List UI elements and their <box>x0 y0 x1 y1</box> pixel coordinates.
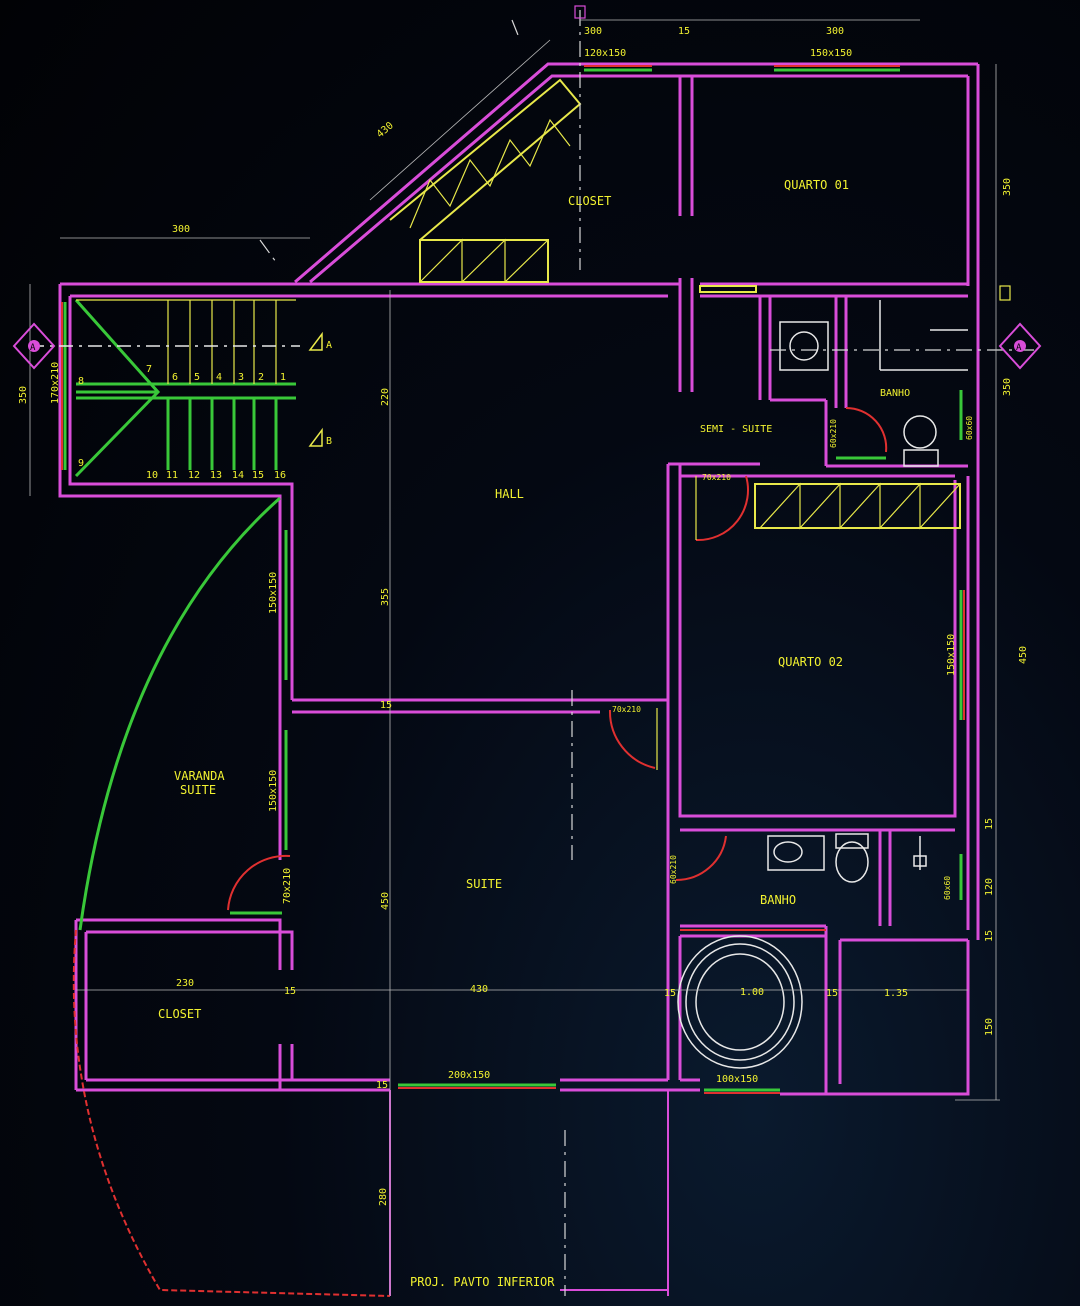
room-label-banho-top: BANHO <box>880 388 910 399</box>
room-label-closet-bottom: CLOSET <box>158 1007 201 1021</box>
dim-right-120: 120 <box>984 878 995 896</box>
stair-step-15: 15 <box>252 470 264 481</box>
dim-bottom-230: 230 <box>176 978 194 989</box>
dim-door-varanda: 70x210 <box>282 868 293 904</box>
room-label-varanda: VARANDA <box>174 769 225 783</box>
room-label-banho-bottom: BANHO <box>760 893 796 907</box>
dim-door-banho: 60x210 <box>669 855 678 884</box>
closet-shelving <box>389 78 961 530</box>
dim-bottom-430: 430 <box>470 984 488 995</box>
level-marker-upper: A <box>326 340 332 351</box>
room-label-semi-suite: SEMI - SUITE <box>700 424 772 435</box>
stair-step-12: 12 <box>188 470 200 481</box>
exterior-walls <box>58 62 980 1296</box>
projection-label: PROJ. PAVTO INFERIOR <box>410 1275 555 1289</box>
stairs <box>30 299 300 478</box>
stair-step-10: 10 <box>146 470 158 481</box>
dim-suite-height: 450 <box>380 892 391 910</box>
dim-small-15-left: 15 <box>284 986 296 997</box>
dim-window-varanda-lower: 150x150 <box>268 770 279 812</box>
stair-step-7: 7 <box>146 364 152 375</box>
room-label-quarto-01: QUARTO 01 <box>784 178 849 192</box>
stair-step-6: 6 <box>172 372 178 383</box>
dim-hall-upper: 220 <box>380 388 391 406</box>
dim-bottom-150: 150 <box>984 1018 995 1036</box>
dim-hall-lower: 355 <box>380 588 391 606</box>
dim-door-banho-top: 60x210 <box>829 419 838 448</box>
varanda-curve <box>72 496 391 1297</box>
dim-bottom-135: 1.35 <box>884 988 908 999</box>
dim-door-semi: 70x210 <box>702 473 731 482</box>
dim-left-window: 170x210 <box>50 362 61 404</box>
dim-top-left: 300 <box>584 26 602 37</box>
dim-right-mid: 350 <box>1002 378 1013 396</box>
windows <box>61 65 965 1094</box>
doors <box>227 406 888 911</box>
dim-window-top-left: 120x150 <box>584 48 626 59</box>
stair-step-1: 1 <box>280 372 286 383</box>
dim-small-15-mid: 15 <box>380 700 392 711</box>
section-marker-left: A <box>12 322 56 370</box>
room-label-suite: SUITE <box>466 877 502 891</box>
stair-step-8: 8 <box>78 376 84 387</box>
dim-window-banho-top: 60x60 <box>965 416 974 440</box>
stair-numbers: 7 6 5 4 3 2 1 8 9 10 11 12 13 14 15 16 <box>78 364 286 481</box>
stair-step-11: 11 <box>166 470 178 481</box>
dimension-lines <box>29 19 1000 1296</box>
dim-window-top-right: 150x150 <box>810 48 852 59</box>
level-markers: A B <box>308 5 1011 447</box>
section-letter-right: A <box>1016 343 1022 353</box>
dim-bottom-100: 1.00 <box>740 987 764 998</box>
section-marker-right: A <box>998 322 1042 370</box>
room-label-hall: HALL <box>495 487 524 501</box>
bath-fixtures <box>677 300 968 1069</box>
dim-bottom-280: 280 <box>378 1188 389 1206</box>
dimension-labels: 300 15 300 120x150 150x150 430 300 350 3… <box>18 26 1029 1206</box>
stair-step-9: 9 <box>78 458 84 469</box>
dim-left-height: 350 <box>18 386 29 404</box>
room-label-quarto-02: QUARTO 02 <box>778 655 843 669</box>
stair-step-2: 2 <box>258 372 264 383</box>
dim-top-right: 300 <box>826 26 844 37</box>
section-letter-left: A <box>30 343 36 353</box>
dim-diagonal: 430 <box>375 120 396 140</box>
room-label-varanda-suite: SUITE <box>180 783 216 797</box>
dim-window-varanda-upper: 150x150 <box>268 572 279 614</box>
stair-step-13: 13 <box>210 470 222 481</box>
dim-window-banho-small: 60x60 <box>943 876 952 900</box>
dim-right-top: 350 <box>1002 178 1013 196</box>
dim-small-15-bottom: 15 <box>376 1080 388 1091</box>
dim-closet-width: 300 <box>172 224 190 235</box>
dim-small-15-right: 15 <box>826 988 838 999</box>
room-labels: CLOSET QUARTO 01 SEMI - SUITE BANHO HALL… <box>158 178 910 1289</box>
dim-window-suite: 200x150 <box>448 1070 490 1081</box>
dim-top-mid: 15 <box>678 26 690 37</box>
level-marker-lower: B <box>326 436 332 447</box>
stair-step-3: 3 <box>238 372 244 383</box>
dim-small-15-banho: 15 <box>664 988 676 999</box>
room-label-closet-top: CLOSET <box>568 194 611 208</box>
stair-step-4: 4 <box>216 372 222 383</box>
stair-step-14: 14 <box>232 470 244 481</box>
dim-right-15a: 15 <box>984 818 995 830</box>
dim-right-15b: 15 <box>984 930 995 942</box>
dim-door-suite: 70x210 <box>612 705 641 714</box>
axis-lines <box>259 10 1040 1296</box>
stair-step-16: 16 <box>274 470 286 481</box>
dim-right-quarto-02: 450 <box>1018 646 1029 664</box>
dim-window-banho: 100x150 <box>716 1074 758 1085</box>
dim-window-quarto-02: 150x150 <box>946 634 957 676</box>
stair-step-5: 5 <box>194 372 200 383</box>
